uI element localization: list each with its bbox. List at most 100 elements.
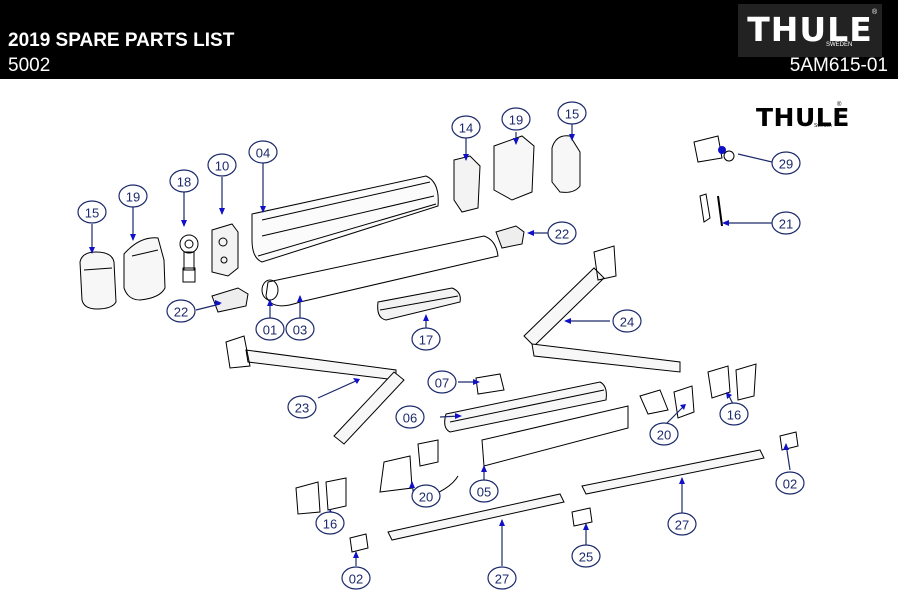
callout-15: 15 — [77, 200, 107, 224]
callout-19: 19 — [501, 107, 531, 131]
callout-number: 20 — [657, 428, 671, 443]
callout-number: 21 — [779, 217, 793, 232]
part-bracket-right — [639, 389, 669, 415]
part-support-leg-left — [387, 493, 565, 541]
callout-number: 29 — [779, 157, 793, 172]
part-small-clip — [475, 373, 505, 395]
callout-number: 07 — [435, 376, 449, 391]
part-code: 5AM615-01 — [789, 55, 888, 76]
diagram-logo-registered: ® — [837, 102, 842, 108]
callout-number: 06 — [403, 411, 417, 426]
leader-lines — [91, 124, 791, 566]
callout-number: 22 — [174, 305, 188, 320]
callout-29: 29 — [771, 151, 801, 175]
callout-19: 19 — [118, 184, 148, 208]
accent-dot — [718, 146, 726, 154]
part-clip — [699, 193, 711, 223]
part-nut-bracket — [693, 135, 723, 163]
exploded-parts-diagram: 15 19 18 10 04 14 19 15 29 21 22 22 01 03 17 24 07 23 06 20… — [77, 101, 805, 590]
callout-06: 06 — [395, 405, 425, 429]
callout-27: 27 — [487, 566, 517, 590]
model-number: 5002 — [8, 55, 51, 76]
callout-24: 24 — [612, 309, 642, 333]
callout-17: 17 — [411, 327, 441, 351]
callout-number: 05 — [477, 485, 491, 500]
callout-number: 10 — [215, 159, 229, 174]
callout-number: 25 — [579, 550, 593, 565]
diagram-logo-subtext: Sweden — [814, 123, 833, 129]
part-top-bracket — [453, 155, 481, 213]
part-end-bracket — [211, 223, 239, 277]
callout-number: 18 — [177, 175, 191, 190]
part-end-plug-right — [779, 431, 799, 451]
callout-number: 15 — [565, 107, 579, 122]
callout-02: 02 — [341, 566, 371, 590]
part-cover-left — [123, 237, 166, 301]
callout-25: 25 — [571, 544, 601, 568]
callout-07: 07 — [427, 370, 457, 394]
callout-number: 19 — [509, 113, 523, 128]
callout-number: 16 — [323, 517, 337, 532]
callout-number: 27 — [495, 572, 509, 587]
callout-16: 16 — [315, 511, 345, 535]
callout-number: 01 — [263, 323, 277, 338]
part-end-plug-left — [349, 533, 369, 553]
logo-registered: ® — [872, 9, 878, 16]
part-drawings — [79, 135, 799, 553]
callout-number: 22 — [555, 227, 569, 242]
callout-22: 22 — [166, 299, 196, 323]
callout-number: 20 — [419, 490, 433, 505]
part-bracket-left — [379, 455, 413, 493]
callout-number: 19 — [126, 190, 140, 205]
callout-15: 15 — [557, 101, 587, 125]
callout-10: 10 — [207, 153, 237, 177]
logo-subtext: SWEDEN — [826, 42, 853, 48]
part-support-leg-right — [581, 449, 765, 495]
callout-number: 24 — [620, 315, 634, 330]
callout-number: 02 — [783, 477, 797, 492]
callout-03: 03 — [285, 317, 315, 341]
callout-21: 21 — [771, 211, 801, 235]
callout-02: 02 — [775, 471, 805, 495]
part-cover-top — [493, 135, 535, 201]
part-spring-motor-left — [211, 287, 249, 313]
callout-20: 20 — [649, 422, 679, 446]
part-arm-right-lower — [531, 343, 681, 373]
thule-logo: THULE SWEDEN ® — [738, 4, 882, 57]
callout-22: 22 — [547, 221, 577, 245]
part-end-cap-top — [551, 135, 581, 193]
callout-number: 17 — [419, 333, 433, 348]
callout-20: 20 — [411, 484, 441, 508]
part-wall-bracket-left — [295, 481, 321, 515]
callout-bubbles: 15 19 18 10 04 14 19 15 29 21 22 22 01 03 17 24 07 23 06 20… — [77, 101, 805, 590]
part-arm-left-lower — [333, 371, 405, 445]
callout-number: 27 — [675, 518, 689, 533]
part-valance — [481, 405, 629, 467]
callout-05: 05 — [469, 479, 499, 503]
part-roller-tube — [261, 279, 279, 301]
callout-18: 18 — [169, 169, 199, 193]
callout-14: 14 — [451, 115, 481, 139]
callout-number: 15 — [85, 206, 99, 221]
callout-number: 02 — [349, 572, 363, 587]
callout-number: 23 — [295, 401, 309, 416]
logo-wordmark: THULE — [747, 10, 873, 49]
header-bar: 2019 SPARE PARTS LIST 5002 5AM615-01 THU… — [0, 0, 898, 79]
callout-number: 04 — [256, 146, 270, 161]
callout-23: 23 — [287, 395, 317, 419]
part-lead-bar — [377, 287, 461, 321]
part-gear — [179, 234, 199, 254]
part-wall-bracket-right — [707, 365, 731, 399]
part-cassette-profile — [251, 175, 439, 263]
callout-16: 16 — [719, 402, 749, 426]
callout-04: 04 — [248, 140, 278, 164]
part-arm-left — [245, 349, 397, 381]
part-arm-right — [523, 267, 605, 347]
part-front-profile — [444, 381, 607, 433]
part-leg-clip — [571, 507, 593, 527]
callout-number: 16 — [727, 408, 741, 423]
part-spring-motor-right — [495, 225, 525, 249]
callout-01: 01 — [255, 317, 285, 341]
document-title: 2019 SPARE PARTS LIST — [8, 30, 235, 51]
callout-number: 14 — [459, 121, 473, 136]
